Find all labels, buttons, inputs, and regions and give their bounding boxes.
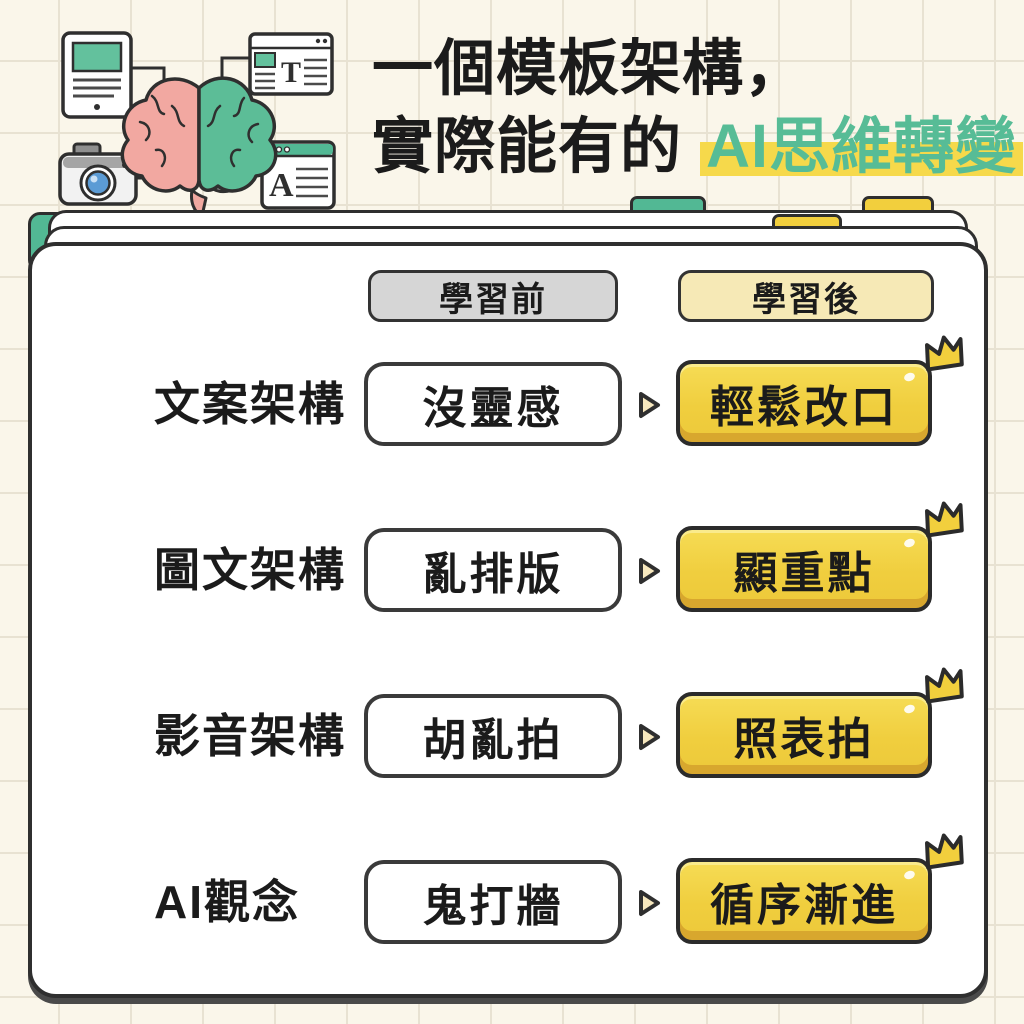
shine-dot [902, 371, 917, 383]
title-line-2-prefix: 實際能有的 [372, 112, 700, 181]
after-box: 照表拍 [676, 692, 932, 778]
camera-icon [58, 142, 138, 206]
arrow-right-icon [639, 392, 660, 418]
brain-icon [120, 76, 278, 216]
row-label: AI觀念 [154, 876, 300, 928]
tablet-icon [61, 31, 133, 119]
text-editor-icon: T [248, 32, 334, 96]
row-label: 影音架構 [154, 710, 346, 762]
table-row: 影音架構 胡亂拍 照表拍 [32, 667, 984, 794]
after-box: 輕鬆改口 [676, 360, 932, 446]
row-label: 文案架構 [154, 378, 346, 430]
header-after-pill: 學習後 [678, 270, 934, 322]
before-box: 胡亂拍 [364, 694, 622, 778]
shine-dot [902, 869, 917, 881]
arrow-right-icon [639, 724, 660, 750]
crown-icon [925, 501, 964, 538]
after-label: 輕鬆改口 [710, 383, 898, 432]
document-letter: A [269, 167, 294, 204]
after-label: 照表拍 [733, 715, 875, 764]
after-label: 顯重點 [733, 549, 875, 598]
arrow-right-icon [639, 890, 660, 916]
page-title: 一個模板架構， 實際能有的 AI思維轉變 [372, 30, 1023, 185]
after-box: 循序漸進 [676, 858, 932, 944]
document-icon: A [260, 140, 336, 210]
table-row: 文案架構 沒靈感 輕鬆改口 [32, 335, 984, 462]
before-box: 亂排版 [364, 528, 622, 612]
table-row: 圖文架構 亂排版 顯重點 [32, 501, 984, 628]
brain-devices-illustration: T A [58, 31, 336, 216]
row-label: 圖文架構 [154, 544, 346, 596]
crown-icon [925, 667, 964, 704]
before-box: 鬼打牆 [364, 860, 622, 944]
shine-dot [902, 703, 917, 715]
comparison-card: 學習前 學習後 文案架構 沒靈感 輕鬆改口 圖文架構 亂排版 顯重點 影音架構 … [28, 242, 988, 998]
after-label: 循序漸進 [710, 881, 898, 930]
crown-icon [925, 833, 964, 870]
title-highlight: AI思維轉變 [699, 112, 1023, 181]
header-before-pill: 學習前 [368, 270, 618, 322]
shine-dot [902, 537, 917, 549]
arrow-right-icon [639, 558, 660, 584]
crown-icon [925, 335, 964, 372]
title-line-2: 實際能有的 AI思維轉變 [372, 108, 1023, 184]
editor-letter: T [281, 56, 301, 89]
title-line-1: 一個模板架構， [372, 34, 807, 102]
table-row: AI觀念 鬼打牆 循序漸進 [32, 833, 984, 960]
before-box: 沒靈感 [364, 362, 622, 446]
after-box: 顯重點 [676, 526, 932, 612]
